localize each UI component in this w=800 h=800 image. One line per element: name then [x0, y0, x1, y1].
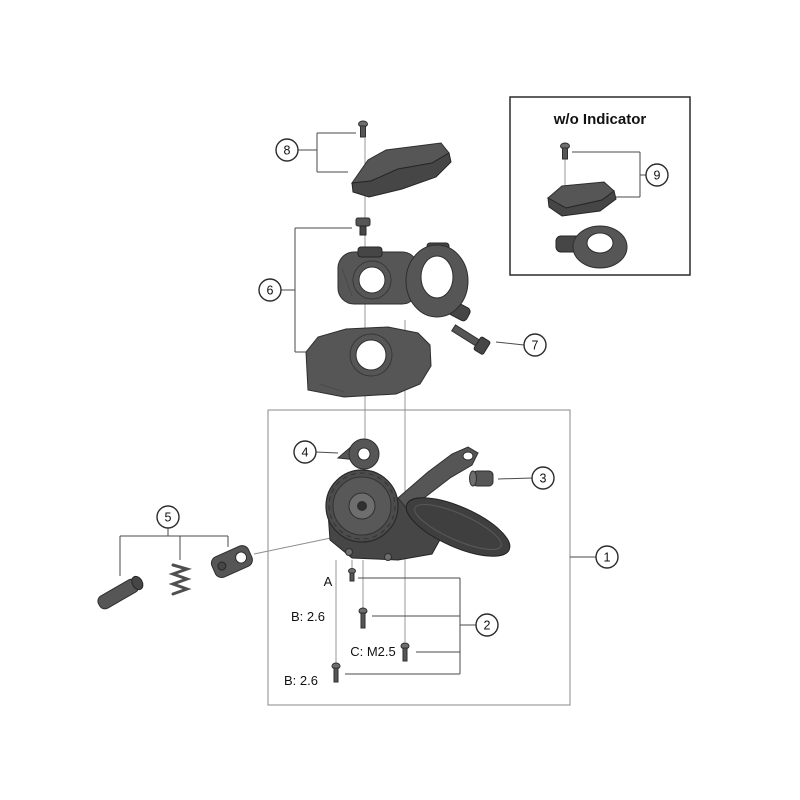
screw-c [400, 642, 410, 662]
clamp-bolt-part6 [355, 217, 371, 236]
inset-leaders [572, 151, 646, 198]
callout-4: 4 [293, 440, 317, 464]
inset-cover [547, 181, 617, 217]
clamp-band-left [337, 246, 419, 305]
screw-a [348, 568, 356, 582]
cable-anchor [210, 545, 253, 579]
shifter-body [325, 446, 511, 561]
return-spring [168, 563, 192, 596]
inset-screw [560, 142, 570, 160]
clamp-screw-part7 [451, 324, 491, 355]
callout-6: 6 [258, 278, 282, 302]
screw-part8 [358, 120, 368, 138]
svg-text:3: 3 [540, 471, 547, 485]
barrel-adjuster [97, 575, 144, 610]
label-b-bottom: B: 2.6 [284, 673, 318, 688]
svg-text:2: 2 [484, 618, 491, 632]
inset-title: w/o Indicator [553, 111, 647, 128]
callout-3: 3 [531, 466, 555, 490]
svg-text:4: 4 [302, 445, 309, 459]
label-c: C: M2.5 [350, 644, 396, 659]
callout-1: 1 [595, 545, 619, 569]
callout-5: 5 [156, 505, 180, 529]
handlebar-clamp-right [405, 242, 471, 322]
indicator-cover-part8 [350, 142, 452, 198]
callout-7: 7 [523, 333, 547, 357]
end-cap-part3 [469, 470, 494, 487]
ratchet-unit [325, 469, 399, 543]
callout-9: 9 [645, 163, 669, 187]
callout-8: 8 [275, 138, 299, 162]
label-b-top: B: 2.6 [291, 609, 325, 624]
leader-lines [119, 132, 596, 675]
svg-text:6: 6 [267, 283, 274, 297]
svg-text:5: 5 [165, 510, 172, 524]
inset-clamp [555, 225, 628, 269]
svg-text:1: 1 [604, 550, 611, 564]
screw-b-top [358, 607, 368, 629]
svg-text:8: 8 [284, 143, 291, 157]
size-labels: A B: 2.6 C: M2.5 B: 2.6 [284, 574, 396, 688]
shift-paddle [405, 497, 511, 557]
svg-text:9: 9 [654, 168, 661, 182]
cam-washer-part4 [336, 438, 380, 470]
lower-housing-cover [305, 326, 432, 398]
wo-indicator-inset: w/o Indicator [509, 96, 691, 276]
label-a: A [324, 574, 333, 589]
svg-text:7: 7 [532, 338, 539, 352]
callout-2: 2 [475, 613, 499, 637]
screw-b-bottom [331, 662, 341, 683]
